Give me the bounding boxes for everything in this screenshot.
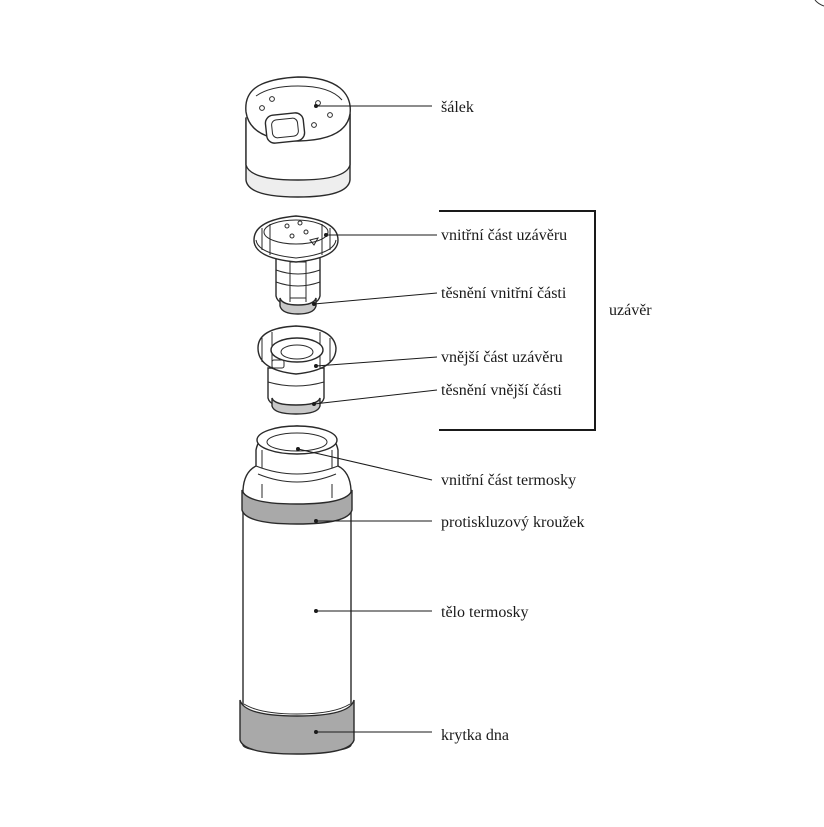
label-flask-body: tělo termosky <box>441 604 529 621</box>
corner-mark <box>814 0 824 7</box>
label-bottom-cover: krytka dna <box>441 727 509 744</box>
cup-part <box>245 76 351 198</box>
label-outer-seal: těsnění vnější části <box>441 382 562 399</box>
leader-outer-seal <box>313 389 438 405</box>
label-inner-stopper: vnitřní část uzávěru <box>441 227 567 244</box>
leader-inner-flask <box>297 448 433 481</box>
outer-stopper-part <box>257 325 337 409</box>
label-inner-seal: těsnění vnitřní části <box>441 285 567 302</box>
leader-outer-stopper <box>315 356 438 367</box>
label-anti-slip-ring: protiskluzový kroužek <box>441 514 585 531</box>
label-inner-flask: vnitřní část termosky <box>441 472 576 489</box>
label-closure-group: uzávěr <box>609 302 652 319</box>
leader-inner-seal <box>313 292 438 305</box>
flask-part <box>239 425 355 755</box>
inner-stopper-part <box>253 215 339 307</box>
label-cup: šálek <box>441 99 474 116</box>
closure-bracket <box>439 210 596 431</box>
label-outer-stopper: vnější část uzávěru <box>441 349 563 366</box>
